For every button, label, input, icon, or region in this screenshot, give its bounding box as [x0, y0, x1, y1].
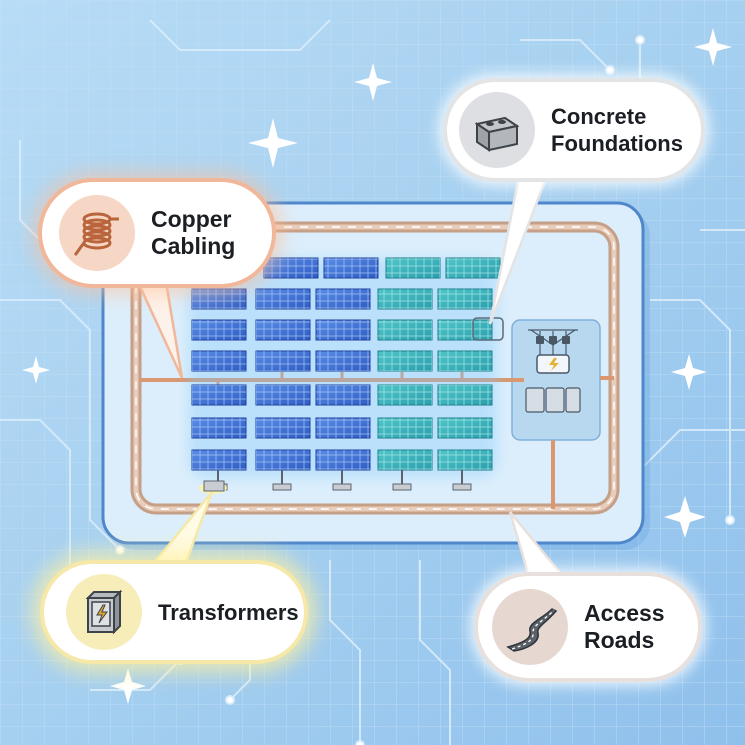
solar-panel [255, 417, 311, 439]
access-roads-label: Access Roads [584, 600, 665, 654]
solar-panel [385, 257, 441, 279]
substation-transformer [525, 329, 581, 413]
solar-panel [263, 257, 319, 279]
transformers-callout: Transformers [40, 560, 308, 664]
transformer-pad [199, 480, 227, 494]
copper-label-line1: Copper [151, 206, 232, 232]
copper-cabling-callout: Copper Cabling [38, 178, 276, 288]
road-icon [492, 589, 568, 665]
concrete-foundations-label: Concrete Foundations [551, 103, 683, 157]
solar-panel [315, 449, 371, 471]
solar-panel [255, 384, 311, 406]
copper-cabling-label: Copper Cabling [151, 206, 235, 260]
solar-panel [437, 350, 493, 372]
solar-panel [191, 384, 247, 406]
solar-panel [323, 257, 379, 279]
solar-panel [315, 384, 371, 406]
solar-panel [315, 319, 371, 341]
solar-panel [191, 449, 247, 471]
copper-label-line2: Cabling [151, 233, 236, 259]
solar-panel [255, 350, 311, 372]
roads-label-line1: Access [584, 600, 665, 626]
solar-panel [437, 449, 493, 471]
solar-panel [255, 449, 311, 471]
panel-stand [452, 470, 472, 491]
concrete-block-icon [459, 92, 535, 168]
transformers-label: Transformers [158, 599, 299, 626]
transformers-label-line1: Transformers [158, 599, 299, 625]
transformer-box-icon [66, 574, 142, 650]
solar-panel [377, 384, 433, 406]
solar-panel [437, 384, 493, 406]
foundation-highlight [472, 317, 504, 341]
solar-panel [377, 319, 433, 341]
copper-coil-icon [59, 195, 135, 271]
solar-panel [377, 417, 433, 439]
panel-stand [332, 470, 352, 491]
solar-panel [377, 288, 433, 310]
solar-panel [255, 288, 311, 310]
solar-panel [191, 288, 247, 310]
panel-stand [392, 470, 412, 491]
sparkles [22, 28, 732, 704]
solar-panel [191, 319, 247, 341]
solar-panel [315, 288, 371, 310]
solar-panel [191, 350, 247, 372]
solar-panel [191, 417, 247, 439]
solar-panel [437, 417, 493, 439]
solar-panel [437, 319, 493, 341]
solar-panel [445, 257, 501, 279]
concrete-label-line2: Foundations [551, 131, 683, 156]
substation-feeder [551, 376, 614, 509]
panel-stand [272, 470, 292, 491]
concrete-label-line1: Concrete [551, 104, 647, 129]
solar-panel [377, 350, 433, 372]
solar-panel [255, 319, 311, 341]
access-road [130, 221, 620, 515]
solar-panel [377, 449, 433, 471]
concrete-foundations-callout: Concrete Foundations [443, 78, 705, 182]
roads-label-line2: Roads [584, 627, 655, 653]
solar-panel-array [191, 257, 501, 471]
solar-panel [315, 417, 371, 439]
access-roads-callout: Access Roads [474, 572, 702, 682]
solar-panel [315, 350, 371, 372]
solar-panel [437, 288, 493, 310]
